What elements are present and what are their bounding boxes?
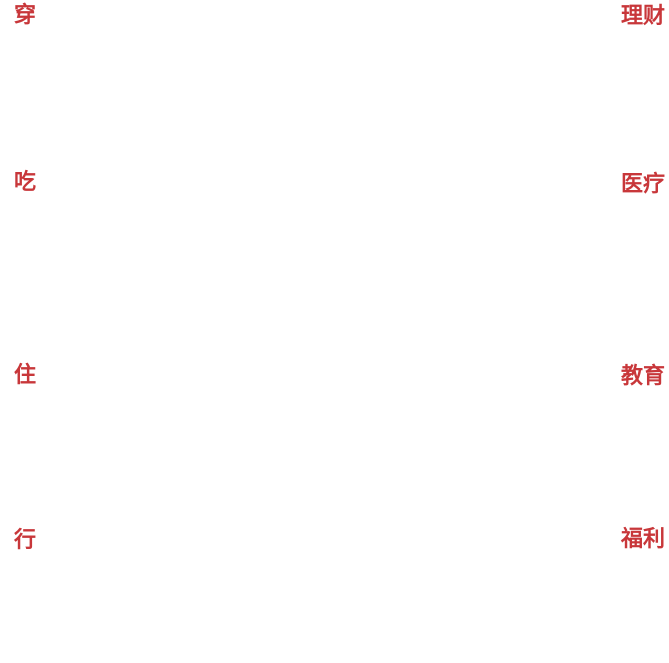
category-item-education[interactable]: 教育 [620,364,665,389]
category-item-food[interactable]: 吃 [14,170,37,195]
category-item-clothing[interactable]: 穿 [14,3,37,28]
category-item-welfare[interactable]: 福利 [620,527,665,552]
category-item-transport[interactable]: 行 [14,528,37,553]
category-item-medical[interactable]: 医疗 [620,172,665,197]
category-item-finance[interactable]: 理财 [620,4,665,29]
category-item-housing[interactable]: 住 [14,363,37,388]
